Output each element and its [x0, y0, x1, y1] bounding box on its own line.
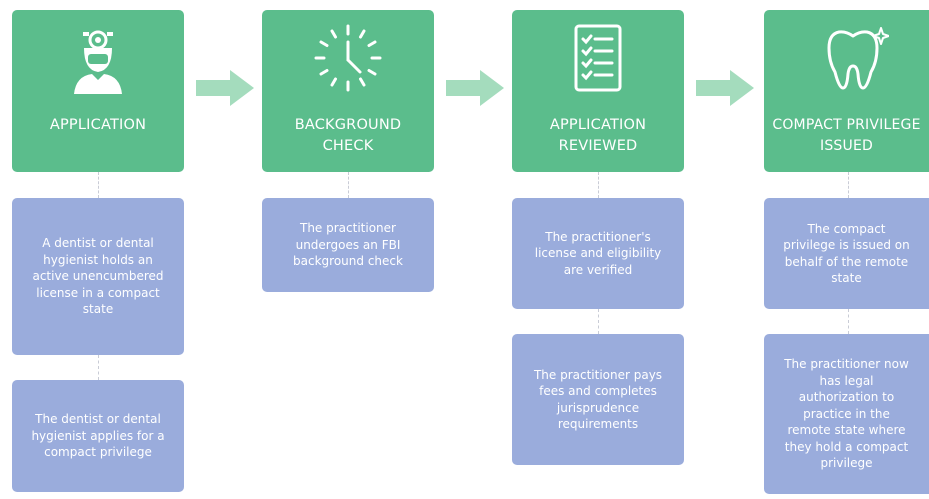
- tooth-icon: [827, 27, 889, 90]
- step-label: COMPACT PRIVILEGE ISSUED: [772, 117, 921, 154]
- connector-line: [848, 309, 849, 334]
- dentist-icon: [74, 30, 122, 94]
- step-application: APPLICATION: [12, 10, 184, 172]
- description-card: A dentist or dental hygienist holds an a…: [12, 198, 184, 355]
- connector-line: [348, 172, 349, 198]
- arrow-right-icon: [196, 70, 254, 106]
- connector-line: [598, 172, 599, 198]
- connector-line: [598, 309, 599, 334]
- description-card: The practitioner now has legal authoriza…: [764, 334, 929, 494]
- arrow-right-icon: [446, 70, 504, 106]
- step-label: APPLICATION REVIEWED: [549, 117, 647, 154]
- step-background-check: BACKGROUND CHECK: [262, 10, 434, 172]
- step-label: BACKGROUND CHECK: [294, 117, 402, 154]
- checklist-icon: [574, 24, 622, 92]
- step-compact-privilege-issued: COMPACT PRIVILEGE ISSUED: [764, 10, 929, 172]
- description-card: The dentist or dental hygienist applies …: [12, 380, 184, 492]
- description-card: The compact privilege is issued on behal…: [764, 198, 929, 309]
- description-card: The practitioner's license and eligibili…: [512, 198, 684, 309]
- step-label: APPLICATION: [49, 117, 147, 133]
- connector-line: [848, 172, 849, 198]
- connector-line: [98, 172, 99, 198]
- connector-line: [98, 355, 99, 380]
- description-card: The practitioner undergoes an FBI backgr…: [262, 198, 434, 292]
- step-application-reviewed: APPLICATION REVIEWED: [512, 10, 684, 172]
- arrow-right-icon: [696, 70, 754, 106]
- clock-icon: [314, 24, 382, 92]
- description-card: The practitioner pays fees and completes…: [512, 334, 684, 465]
